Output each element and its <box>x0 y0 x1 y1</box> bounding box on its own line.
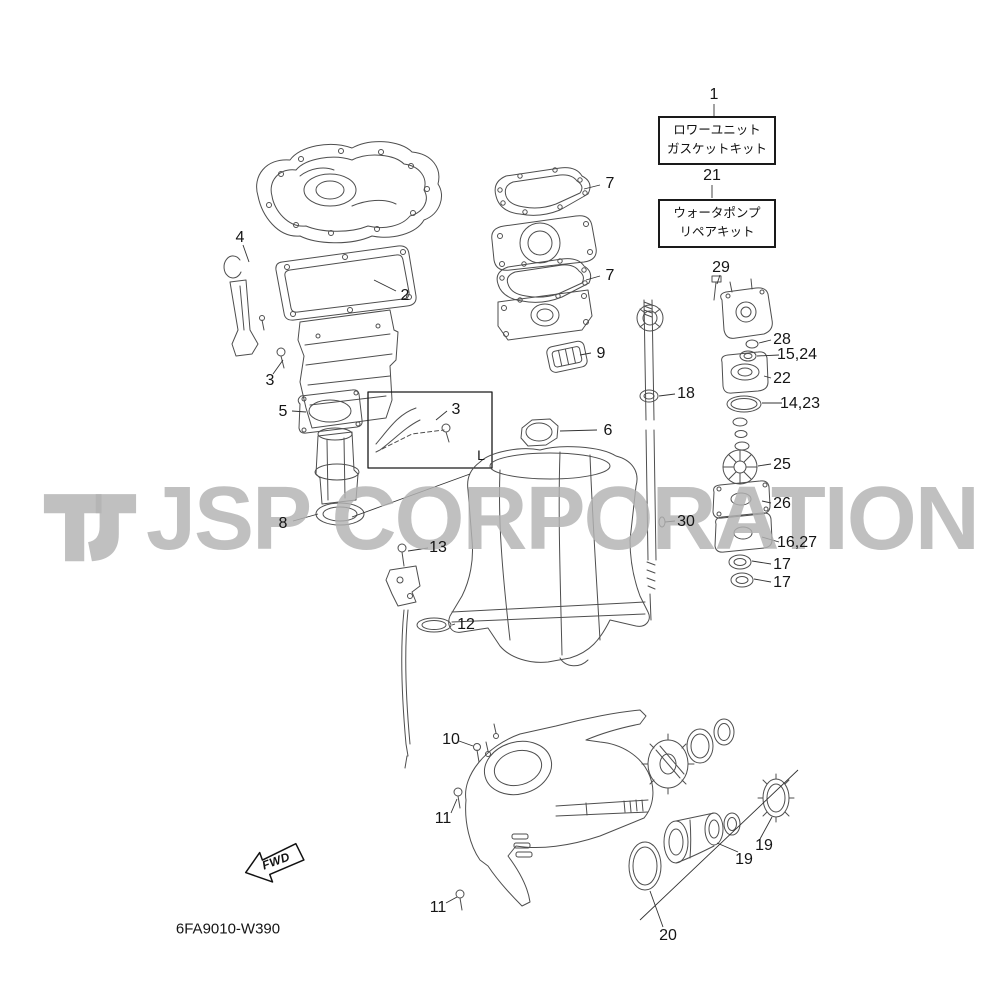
inset-label: L <box>477 447 485 463</box>
fwd-arrow <box>244 842 305 883</box>
kit-box-line: ウォータポンプ <box>673 206 761 220</box>
kit-box-line: ガスケットキット <box>667 142 768 157</box>
kit-box-line: リペアキット <box>679 225 755 240</box>
kit-box-line: ロワーユニット <box>673 123 761 137</box>
drawing-number: 6FA9010-W390 <box>175 920 281 938</box>
kit-box-water-pump-repair: ウォータポンプ リペアキット <box>658 199 776 248</box>
leader-lines <box>242 104 799 928</box>
kit-box-lower-unit-gasket: ロワーユニット ガスケットキット <box>658 116 776 165</box>
